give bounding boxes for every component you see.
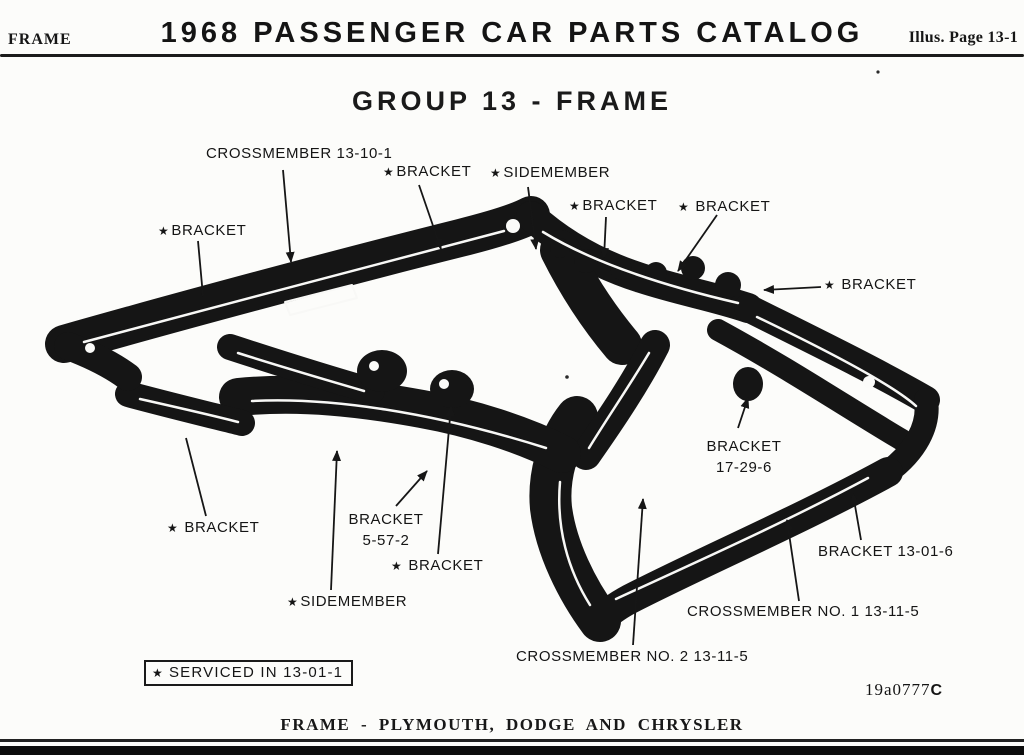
label-bracket-right: ★ BRACKET <box>824 276 916 293</box>
leader-arrows <box>185 169 862 646</box>
label-bracket-17-29-6: BRACKET 17-29-6 <box>698 436 790 478</box>
leader-bracket-bottom-left <box>185 437 207 517</box>
label-text: BRACKET <box>706 438 782 455</box>
footer-caption: FRAME - PLYMOUTH, DODGE AND CHRYSLER <box>280 715 744 734</box>
figure-code-suffix: C <box>930 682 944 699</box>
star-icon: ★ <box>824 278 836 292</box>
leader-bracket-right <box>763 284 822 294</box>
label-text: 5-57-2 <box>362 532 410 549</box>
star-icon: ★ <box>158 224 170 238</box>
figure-code: 19a0777C <box>865 680 943 700</box>
leader-crossmember-13-10-1 <box>282 169 295 263</box>
ink-speck <box>565 70 880 379</box>
star-icon: ★ <box>391 559 403 573</box>
label-text: BRACKET <box>408 557 484 574</box>
label-bracket-5-57-2: BRACKET 5-57-2 <box>344 509 428 551</box>
frame-rear-right-lower <box>707 319 913 451</box>
frame-center-crossmember <box>219 375 581 473</box>
figure-code-number: 19a0777 <box>865 680 931 699</box>
serviced-note-box: ★ SERVICED IN 13-01-1 <box>144 660 354 686</box>
label-text: BRACKET <box>396 163 472 180</box>
frame-bracket-tab <box>733 367 763 401</box>
frame-highlights <box>82 229 918 607</box>
label-text: BRACKET <box>695 198 771 215</box>
label-text: SIDEMEMBER <box>300 593 408 610</box>
leader-bracket-top-2 <box>599 216 609 259</box>
frame-illustration <box>45 70 940 642</box>
star-icon: ★ <box>569 199 581 213</box>
frame-tower-right <box>430 370 474 408</box>
star-icon: ★ <box>490 166 502 180</box>
label-text: BRACKET <box>582 197 658 214</box>
label-text: BRACKET <box>184 519 260 536</box>
leader-bracket-17-29-6 <box>737 397 750 429</box>
label-sidemember-bottom: ★SIDEMEMBER <box>287 593 407 610</box>
leader-crossmember-no-1 <box>784 519 800 602</box>
label-sidemember-top: ★SIDEMEMBER <box>490 164 610 181</box>
page-title: 1968 PASSENGER CAR PARTS CATALOG <box>160 17 864 49</box>
leader-sidemember-top <box>527 186 540 250</box>
star-icon: ★ <box>678 200 690 214</box>
star-icon: ★ <box>287 595 299 609</box>
leader-bracket-bottom-mid <box>437 405 455 555</box>
label-text: BRACKET <box>841 276 917 293</box>
label-text: BRACKET <box>348 511 424 528</box>
frame-rear-right-upper <box>734 294 940 414</box>
header-section-label: FRAME <box>8 31 72 48</box>
leader-bracket-top-3 <box>677 214 718 272</box>
star-icon: ★ <box>167 521 179 535</box>
frame-top-bumps <box>550 238 741 298</box>
frame-front-right-rail <box>571 330 670 470</box>
label-bracket-13-01-6: BRACKET 13-01-6 <box>818 543 954 560</box>
label-bracket-bottom-mid: ★ BRACKET <box>391 557 483 574</box>
frame-left-tip-link <box>54 332 142 391</box>
label-crossmember-13-10-1: CROSSMEMBER 13-10-1 <box>206 145 393 162</box>
label-bracket-bottom-left: ★ BRACKET <box>167 519 259 536</box>
label-bracket-top-2: ★BRACKET <box>569 197 657 214</box>
page-bottom-bar <box>0 746 1024 755</box>
leader-bracket-5-57-2 <box>395 470 428 507</box>
label-text: SIDEMEMBER <box>503 164 611 181</box>
serviced-note-text: SERVICED IN 13-01-1 <box>168 664 344 681</box>
label-bracket-left-top: ★BRACKET <box>158 222 246 239</box>
frame-inner-diagonal <box>217 334 385 404</box>
label-crossmember-no-2: CROSSMEMBER NO. 2 13-11-5 <box>516 648 749 665</box>
frame-left-sidemember-rail <box>45 196 550 363</box>
leader-bracket-13-01-6 <box>850 493 862 541</box>
label-bracket-top-3: ★ BRACKET <box>678 198 770 215</box>
group-title: GROUP 13 - FRAME <box>351 86 673 116</box>
leader-bracket-top-mid <box>418 184 443 250</box>
leader-bracket-left-top <box>197 240 204 297</box>
label-text: 17-29-6 <box>716 459 772 476</box>
label-bracket-top-mid: ★BRACKET <box>383 163 471 180</box>
leader-sidemember-bottom <box>330 450 342 591</box>
label-crossmember-no-1: CROSSMEMBER NO. 1 13-11-5 <box>687 603 920 620</box>
page-reference: Illus. Page 13-1 <box>908 29 1018 46</box>
frame-kickup <box>540 230 642 365</box>
footer-rule <box>0 739 1024 742</box>
frame-holes <box>85 219 875 389</box>
header-rule <box>0 54 1024 57</box>
frame-tower-left <box>357 350 407 392</box>
leader-crossmember-no-2 <box>632 498 647 646</box>
star-icon: ★ <box>152 666 164 680</box>
label-text: BRACKET <box>171 222 247 239</box>
star-icon: ★ <box>383 165 395 179</box>
